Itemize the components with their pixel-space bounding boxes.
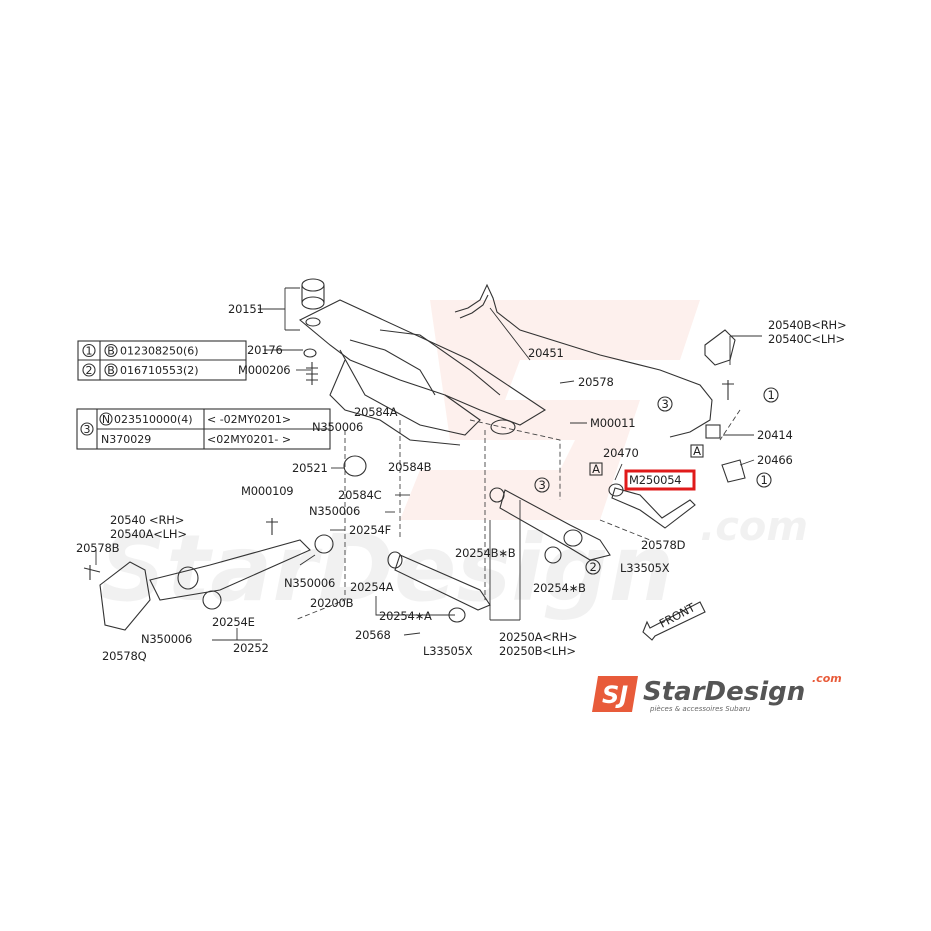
callout-3-icon — [657, 396, 673, 412]
svg-text:2: 2 — [589, 560, 596, 574]
stardesign-logo: SJ StarDesign .com pièces & accessoires … — [592, 672, 842, 713]
label-N350006-b: N350006 — [309, 504, 360, 518]
mount-bushing — [301, 278, 325, 292]
label-20414: 20414 — [757, 428, 793, 442]
bolt-b-icon — [104, 363, 118, 377]
label-20254B-B: 20254B∗B — [455, 546, 516, 560]
label-20584B: 20584B — [388, 460, 432, 474]
bolt-b-icon — [104, 343, 118, 358]
svg-text:SJ: SJ — [602, 681, 628, 709]
svg-text:N: N — [102, 413, 110, 426]
svg-text:016710553(2): 016710553(2) — [120, 364, 199, 377]
label-20568: 20568 — [355, 628, 391, 642]
label-L33505X-b: L33505X — [423, 644, 473, 658]
leader-lines — [95, 287, 762, 641]
label-N350006-a: N350006 — [312, 420, 363, 434]
label-20466: 20466 — [757, 453, 793, 467]
label-20451: 20451 — [528, 346, 564, 360]
nut-n-icon — [99, 412, 113, 426]
label-20578B: 20578B — [76, 541, 120, 555]
callout-3-icon — [534, 477, 550, 493]
label-20521: 20521 — [292, 461, 328, 475]
parts-table-2: 3 N 023510000(4) N370029 < -02MY0201> <0… — [76, 408, 331, 450]
svg-text:B: B — [107, 364, 115, 377]
label-20540C: 20540C<LH> — [768, 332, 845, 346]
callout-2-icon — [585, 559, 601, 575]
callout-3-icon — [80, 422, 94, 436]
svg-text:.com: .com — [700, 504, 808, 550]
callout-2-icon — [82, 363, 96, 377]
callout-1-icon — [763, 387, 779, 403]
highlight-box — [624, 469, 696, 491]
parts-table-1: 1 2 B B 012308250(6) 016710553(2) — [77, 340, 247, 381]
svg-text:<02MY0201- >: <02MY0201- > — [207, 433, 291, 446]
svg-text:1: 1 — [767, 388, 774, 402]
svg-text:.com: .com — [812, 672, 842, 685]
svg-text:StarDesign: StarDesign — [643, 677, 805, 707]
callout-1-icon — [756, 472, 772, 488]
svg-text:< -02MY0201>: < -02MY0201> — [207, 413, 291, 426]
svg-text:B: B — [107, 345, 115, 358]
label-20250B: 20250B<LH> — [499, 644, 576, 658]
ref-a-box — [589, 462, 603, 476]
label-20151: 20151 — [228, 302, 264, 316]
crossmember-drawing — [299, 278, 547, 477]
watermark: StarDesign .com — [100, 300, 808, 622]
label-20254-A: 20254∗A — [379, 609, 432, 623]
label-20254F: 20254F — [349, 523, 391, 537]
label-M250054: M250054 — [629, 473, 681, 487]
label-20578Q: 20578Q — [102, 649, 147, 663]
callouts: A A 1 1 3 3 2 — [534, 387, 779, 575]
label-20578: 20578 — [578, 375, 614, 389]
svg-text:3: 3 — [84, 423, 91, 436]
label-20250A: 20250A<RH> — [499, 630, 577, 644]
svg-text:3: 3 — [661, 397, 668, 411]
label-M000109: M000109 — [241, 484, 293, 498]
label-M00011: M00011 — [590, 416, 635, 430]
reference-lines — [294, 409, 741, 621]
label-20540-rh: 20540 <RH> — [110, 513, 184, 527]
callout-1-icon — [82, 343, 96, 358]
svg-text:A: A — [693, 444, 701, 458]
label-20584A: 20584A — [354, 405, 398, 419]
label-20200B: 20200B — [310, 596, 354, 610]
label-20254A: 20254A — [350, 580, 394, 594]
svg-text:012308250(6): 012308250(6) — [120, 345, 199, 358]
lateral-links-drawing — [387, 483, 696, 623]
logo-mark-icon — [592, 676, 638, 712]
label-N350006-d: N350006 — [141, 632, 192, 646]
svg-text:A: A — [592, 462, 600, 476]
svg-text:N370029: N370029 — [101, 433, 151, 446]
label-20578D: 20578D — [641, 538, 686, 552]
label-N350006-c: N350006 — [284, 576, 335, 590]
label-20470: 20470 — [603, 446, 639, 460]
svg-text:1: 1 — [760, 473, 767, 487]
part-labels: 20151 20176 M000206 20451 20578 20540B<R… — [76, 302, 847, 663]
ref-a-box — [690, 444, 704, 458]
label-20540A-lh: 20540A<LH> — [110, 527, 187, 541]
label-20252: 20252 — [233, 641, 269, 655]
svg-text:3: 3 — [538, 478, 545, 492]
label-M000206: M000206 — [238, 363, 290, 377]
stopper-20521 — [343, 455, 367, 477]
svg-text:2: 2 — [86, 364, 93, 377]
label-20254-B: 20254∗B — [533, 581, 586, 595]
trailing-link-drawing — [83, 518, 334, 631]
svg-text:1: 1 — [86, 345, 93, 358]
label-20254E: 20254E — [212, 615, 255, 629]
svg-text:pièces & accessoires Subaru: pièces & accessoires Subaru — [649, 705, 751, 713]
svg-text:023510000(4): 023510000(4) — [114, 413, 193, 426]
label-20584C: 20584C — [338, 488, 382, 502]
label-20176: 20176 — [247, 343, 283, 357]
label-L33505X-a: L33505X — [620, 561, 670, 575]
label-20540B: 20540B<RH> — [768, 318, 846, 332]
